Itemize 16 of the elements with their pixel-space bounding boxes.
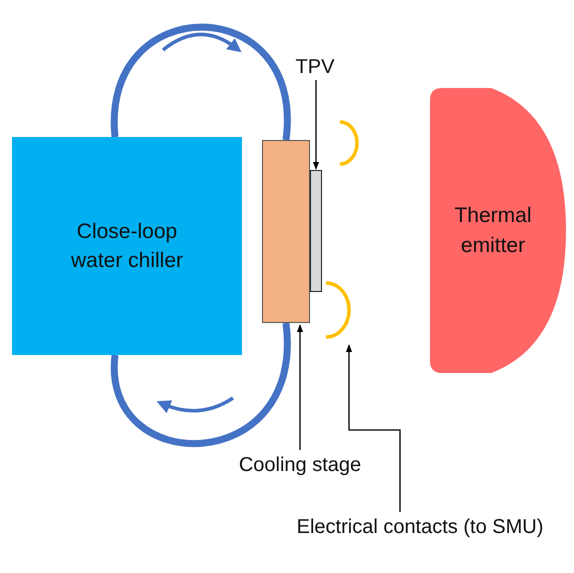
tpv-label: TPV [294, 55, 336, 80]
leader-line [346, 344, 401, 512]
water-pipe [112, 322, 290, 447]
water-pipe [112, 24, 290, 140]
node-text: Close-loop water chiller [70, 218, 184, 274]
cooling-stage-block [262, 140, 310, 323]
leader-line [312, 80, 320, 170]
leader-line [296, 324, 304, 450]
contact-arc [340, 120, 360, 166]
emitter-shape [430, 88, 566, 373]
node-text: Thermal emitter [453, 203, 533, 258]
contacts-label: Electrical contacts (to SMU) [296, 515, 544, 540]
contact-arc [326, 281, 352, 339]
chiller-box [12, 137, 242, 355]
cooling-stage-label: Cooling stage [238, 453, 362, 478]
tpv-cell [310, 170, 322, 292]
